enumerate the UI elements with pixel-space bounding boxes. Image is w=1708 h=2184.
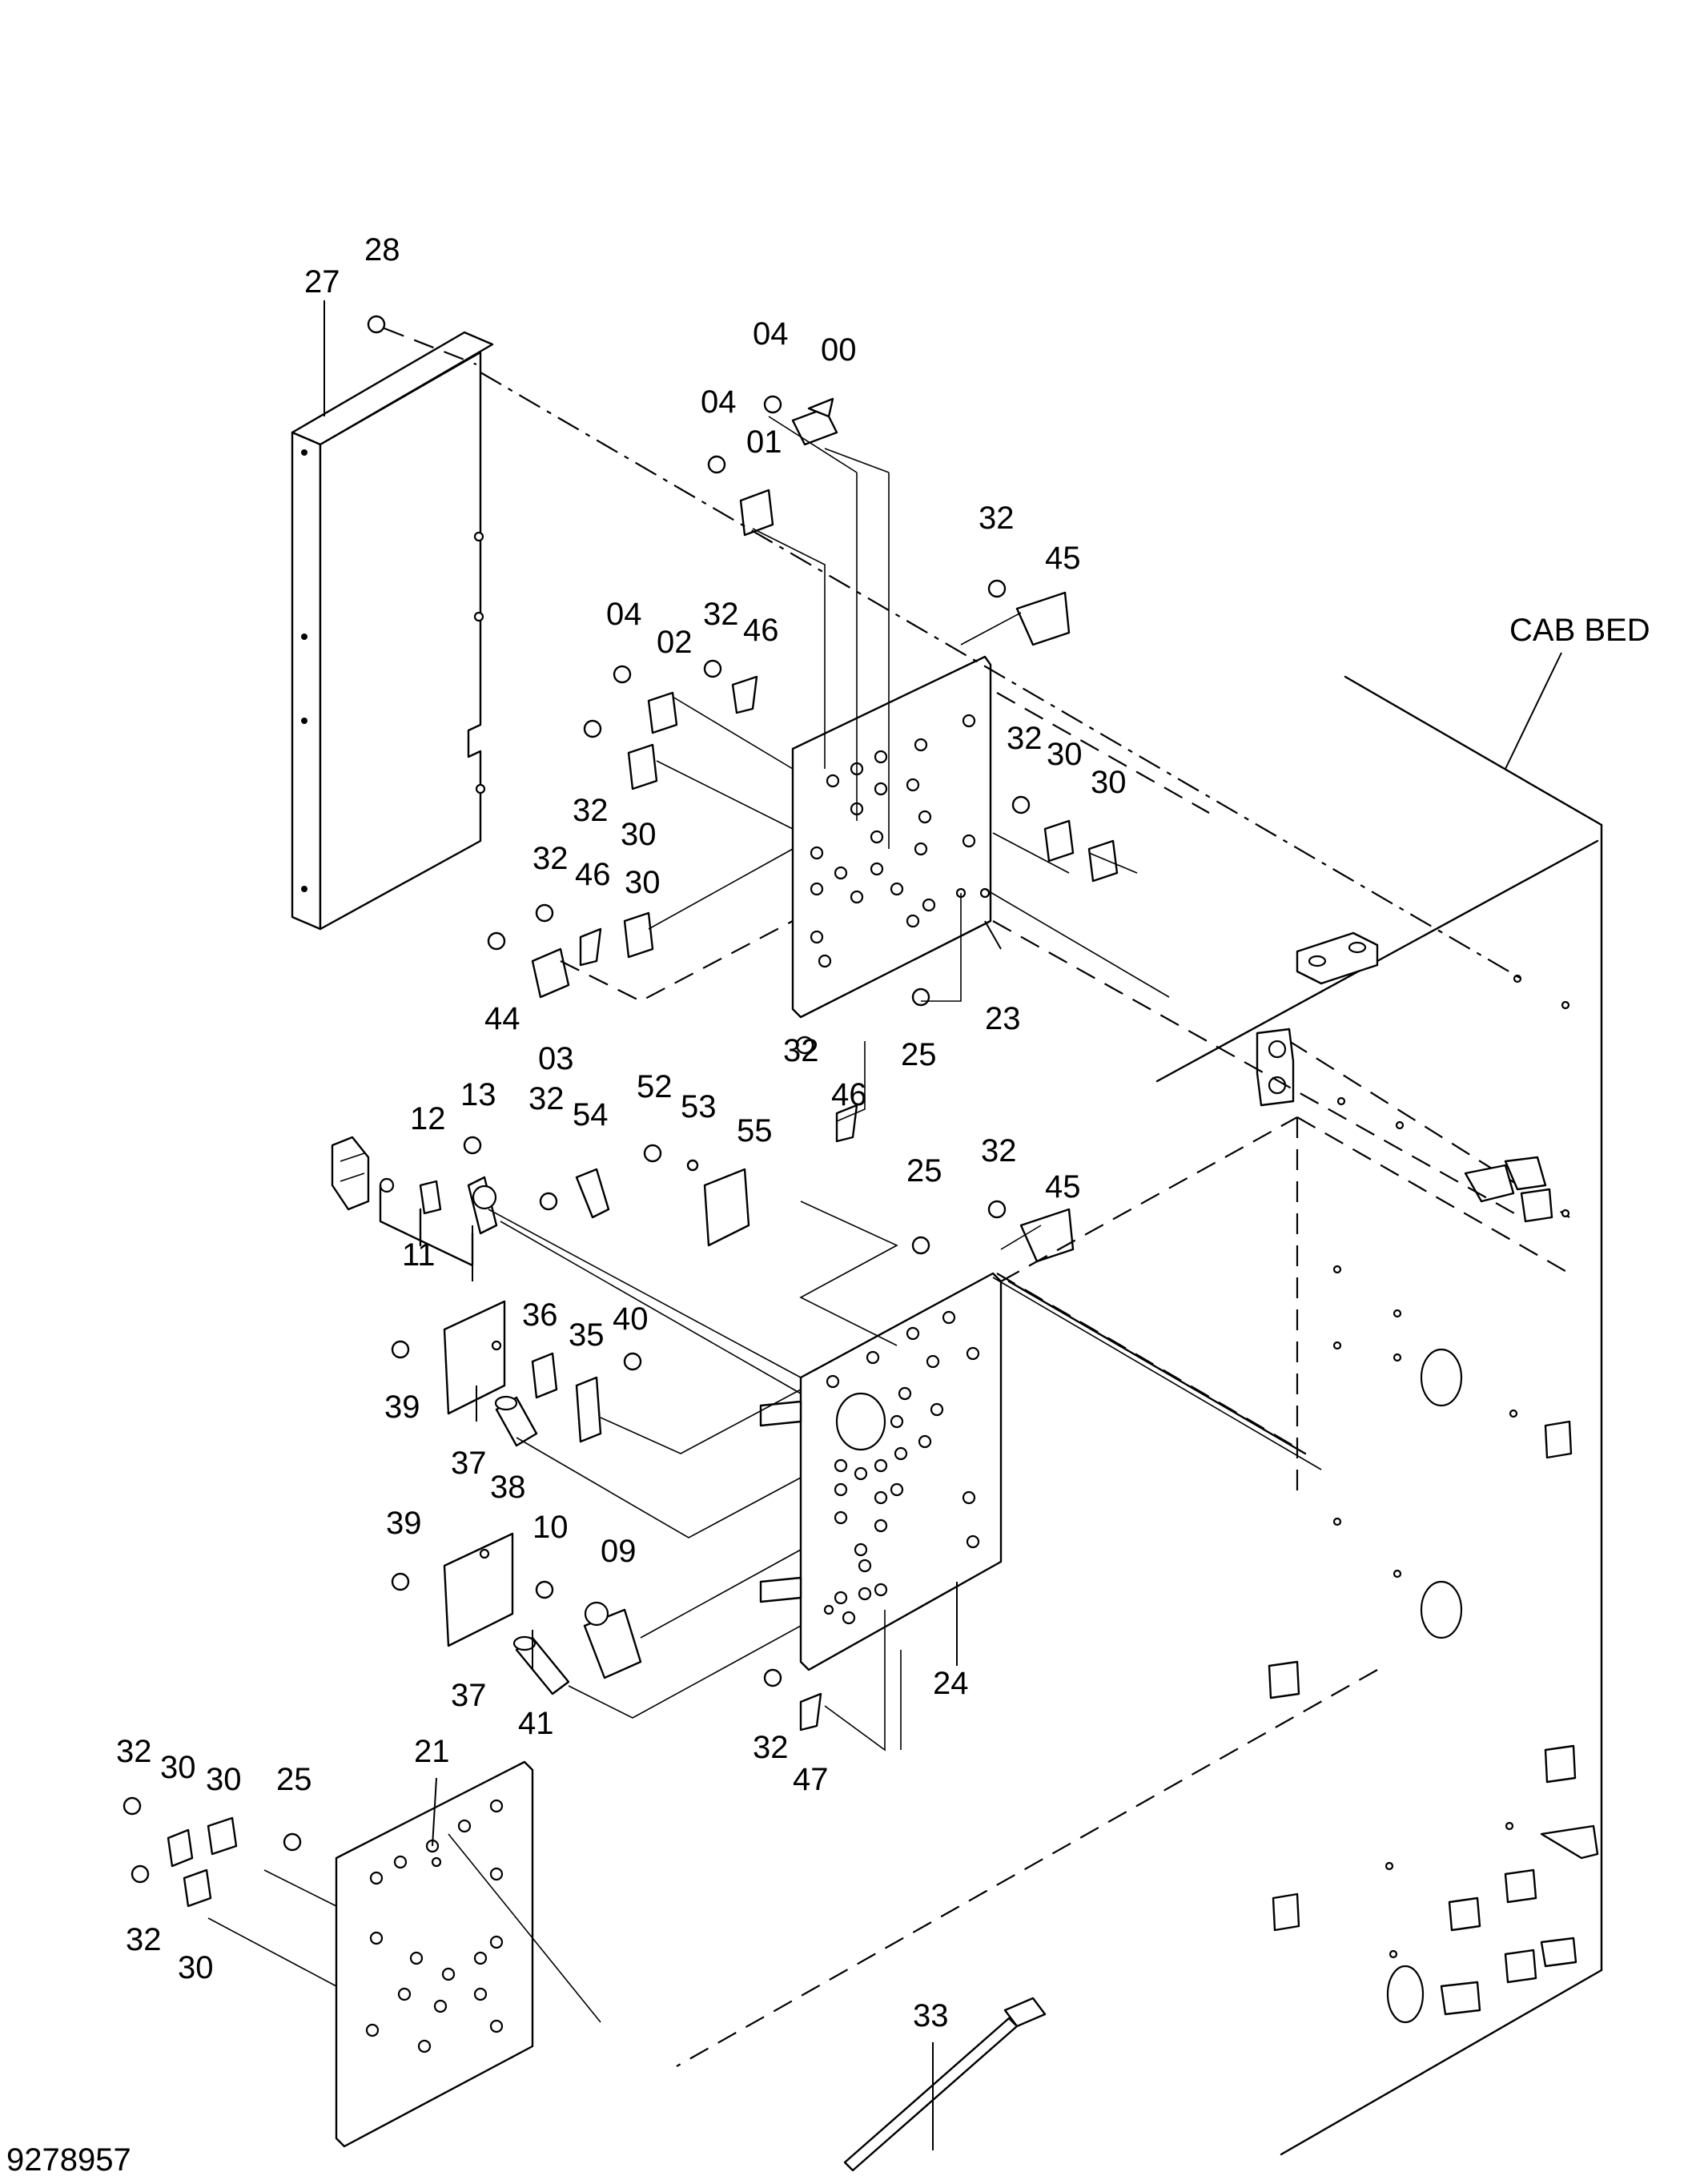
cover-37-lower [443, 1532, 514, 1647]
callout-32: 32 [753, 1730, 789, 1765]
callout-32: 32 [703, 597, 739, 632]
callout-39: 39 [384, 1390, 420, 1425]
cab-bed-label: CAB BED [1509, 613, 1650, 648]
callout-24: 24 [933, 1666, 969, 1701]
callout-41: 41 [518, 1706, 554, 1741]
callout-03: 03 [538, 1041, 574, 1076]
callout-32: 32 [783, 1033, 819, 1068]
plate-24-holes [823, 1310, 980, 1625]
plate-23 [791, 655, 992, 1019]
callout-52: 52 [637, 1069, 673, 1104]
cover-37-upper [443, 1300, 506, 1415]
callout-32: 32 [528, 1081, 565, 1116]
plate-23-holes [810, 714, 991, 968]
callout-46: 46 [831, 1077, 867, 1112]
panel-27 [291, 331, 494, 931]
callout-30: 30 [1047, 737, 1083, 772]
callout-32: 32 [532, 841, 569, 876]
small-parts [167, 397, 1119, 1908]
callout-36: 36 [522, 1297, 558, 1333]
callout-labels: 28 27 04 00 04 01 32 45 04 32 46 02 CAB … [116, 232, 1650, 2033]
callout-32: 32 [116, 1734, 152, 1769]
callout-40: 40 [613, 1301, 649, 1337]
callout-35: 35 [569, 1317, 605, 1353]
plate-21 [335, 1760, 534, 2148]
callout-11: 11 [402, 1237, 436, 1273]
callout-30: 30 [625, 865, 661, 900]
callout-04: 04 [606, 597, 642, 632]
callout-55: 55 [737, 1113, 773, 1148]
callout-30: 30 [160, 1750, 196, 1785]
leader-lines [324, 300, 1562, 2150]
guide-lines [207, 327, 1526, 2023]
drawing-number: 9278957 [6, 2142, 131, 2178]
callout-04: 04 [701, 384, 737, 420]
cable-tie-33 [843, 1997, 1047, 2172]
callout-44: 44 [484, 1001, 520, 1036]
callout-28: 28 [364, 232, 400, 267]
callout-46: 46 [743, 613, 779, 648]
callout-04: 04 [753, 316, 789, 352]
callout-54: 54 [573, 1097, 609, 1132]
callout-32: 32 [126, 1922, 162, 1957]
spacer-38 [494, 1395, 538, 1447]
cab-holes [1332, 974, 1570, 1959]
callout-25: 25 [901, 1037, 937, 1072]
callout-12: 12 [410, 1101, 446, 1136]
callout-00: 00 [821, 332, 857, 368]
callout-25: 25 [906, 1153, 942, 1189]
callout-45: 45 [1045, 1169, 1081, 1205]
callout-37: 37 [451, 1446, 487, 1481]
callout-46: 46 [575, 857, 611, 892]
callout-21: 21 [414, 1734, 450, 1769]
callout-25: 25 [276, 1762, 312, 1797]
callout-01: 01 [746, 424, 782, 460]
callout-37: 37 [451, 1678, 487, 1713]
plate-24 [759, 1272, 1003, 1671]
callout-02: 02 [657, 625, 693, 660]
callout-32: 32 [981, 1133, 1017, 1168]
callout-47: 47 [793, 1762, 829, 1797]
callout-38: 38 [490, 1470, 526, 1505]
callout-30: 30 [206, 1762, 242, 1797]
callout-33: 33 [913, 1998, 949, 2033]
callout-09: 09 [601, 1534, 637, 1569]
callout-39: 39 [386, 1506, 422, 1541]
callout-53: 53 [681, 1089, 717, 1124]
callout-13: 13 [460, 1077, 496, 1112]
callout-27: 27 [304, 264, 340, 300]
connector-11 [331, 1136, 498, 1267]
callout-32: 32 [573, 793, 609, 828]
callout-32: 32 [1007, 721, 1043, 756]
callout-23: 23 [985, 1001, 1021, 1036]
callout-30: 30 [621, 817, 657, 852]
bolts [123, 315, 1031, 1884]
spacer-41 [512, 1635, 570, 1695]
callout-10: 10 [532, 1510, 569, 1545]
plate-21-holes [365, 1799, 504, 2053]
callout-32: 32 [979, 501, 1015, 536]
callout-45: 45 [1045, 541, 1081, 576]
callout-30: 30 [1091, 765, 1127, 800]
callout-30: 30 [178, 1950, 214, 1985]
